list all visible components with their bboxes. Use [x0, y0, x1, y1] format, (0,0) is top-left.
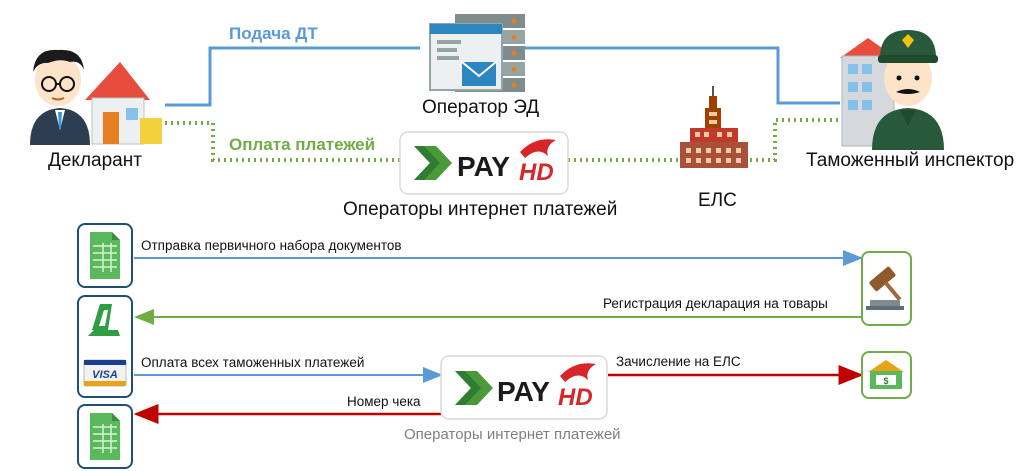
customs-logo-icon	[88, 304, 120, 336]
payhd-hd-text: HD	[519, 159, 554, 186]
receipt-number-label: Номер чека	[347, 394, 421, 409]
payment-flow-line	[165, 121, 400, 162]
customs-inspector-icon	[840, 30, 944, 150]
gavel-box	[861, 251, 912, 326]
payment-operators-top-label: Операторы интернет платежей	[343, 199, 618, 220]
els-label: ЕЛС	[698, 190, 737, 211]
payment-flow-line-right	[750, 118, 840, 162]
registration-label: Регистрация декларация на товары	[603, 296, 828, 311]
svg-text:$: $	[883, 376, 888, 386]
els-building-icon	[680, 86, 748, 168]
credit-els-label: Зачисление на ЕЛС	[616, 354, 741, 369]
payhd-logo-top: PAY HD	[414, 139, 556, 186]
declarant-icon	[30, 49, 162, 145]
payhd-pay-text: PAY	[457, 151, 510, 182]
payment-flow-label: Оплата платежей	[229, 135, 376, 154]
money-icon: $	[868, 360, 904, 389]
send-docs-label: Отправка первичного набора документов	[141, 238, 402, 253]
operator-ed-label: Оператор ЭД	[422, 97, 540, 118]
submission-flow-label: Подача ДТ	[229, 24, 318, 43]
payhd-pay-text-bottom: PAY	[497, 376, 550, 407]
payhd-hd-text-bottom: HD	[558, 384, 593, 411]
visa-card-icon: VISA	[83, 359, 127, 387]
pay-all-label: Оплата всех таможенных платежей	[141, 355, 365, 370]
inspector-label: Таможенный инспектор	[806, 150, 1015, 171]
payment-operators-bottom-label: Операторы интернет платежей	[404, 426, 621, 443]
document-box-3	[77, 404, 133, 469]
operator-ed-icon	[429, 14, 525, 92]
declaration-payment-box: VISA	[77, 295, 133, 398]
visa-text: VISA	[92, 369, 118, 381]
els-money-box: $	[861, 351, 912, 399]
submission-flow-line	[165, 46, 420, 107]
submission-flow-line-right	[525, 46, 840, 105]
document-box-1	[77, 223, 133, 288]
declarant-label: Декларант	[48, 150, 142, 171]
payhd-logo-bottom: PAY HD	[455, 363, 596, 411]
gavel-icon	[866, 266, 904, 310]
